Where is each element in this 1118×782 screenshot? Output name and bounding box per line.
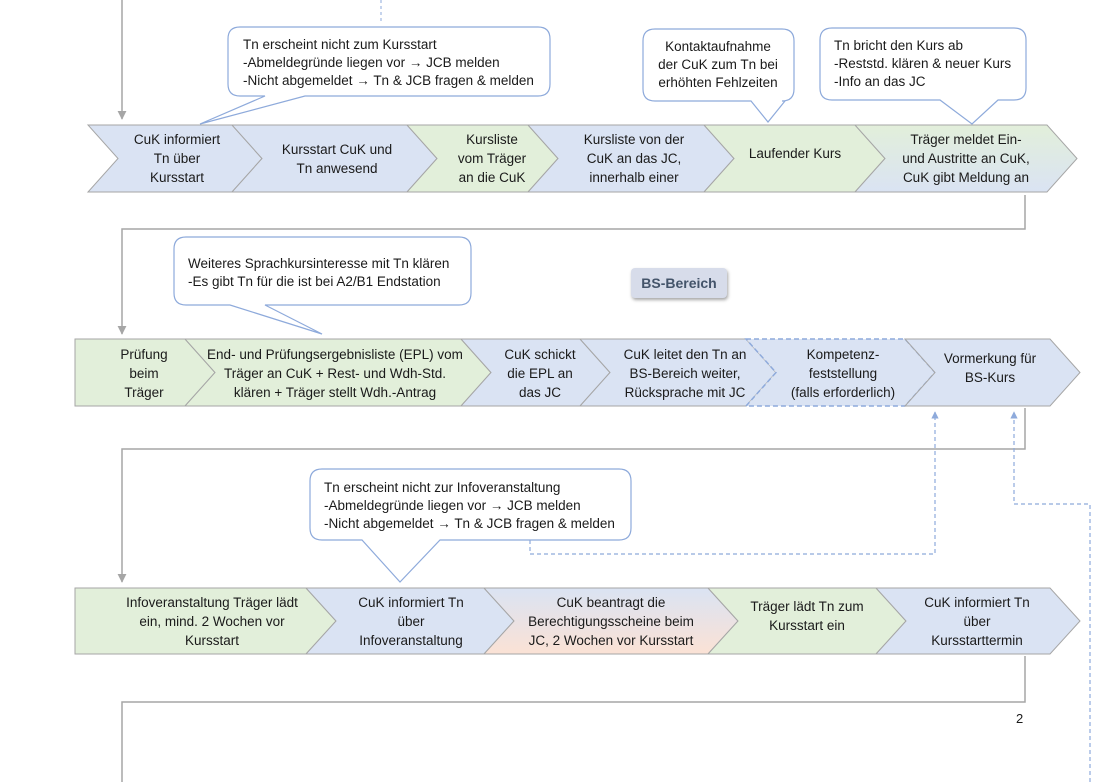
connectors — [117, 0, 1026, 782]
callout-shape-no-show-kursstart — [199, 26, 551, 125]
row3-chevron-5 — [874, 587, 1081, 655]
bs-bereich-badge: BS-Bereich — [631, 268, 727, 298]
callout-shape-kursabbruch — [819, 27, 1027, 125]
callout-sprachkursinteresse: Weiteres Sprachkursinteresse mit Tn klär… — [188, 256, 450, 289]
dashed-connectors — [529, 411, 1091, 782]
row2-step-5-label: Kompetenz- feststellung (falls erforderl… — [790, 346, 896, 400]
callout-no-show-kursstart: Tn erscheint nicht zum Kursstart -Abmeld… — [243, 37, 534, 88]
callout-shape-sprachkursinteresse — [173, 236, 472, 335]
row2-step-4-label: CuK leitet den Tn an BS-Bereich weiter, … — [623, 346, 747, 400]
row2-step-2-label: End- und Prüfungsergebnisliste (EPL) vom… — [207, 346, 463, 400]
row3-step-5-label: CuK informiert Tn über Kursstarttermin — [924, 594, 1030, 648]
row1-chevrons — [86, 124, 1078, 193]
callout-kontakt-fehlzeiten: Kontaktaufnahme der CuK zum Tn bei erhöh… — [658, 39, 778, 90]
row2-step-6-label: Vormerkung für BS-Kurs — [943, 351, 1037, 385]
callout-shape-kontakt — [642, 28, 795, 123]
row3-chevrons — [74, 587, 1081, 655]
row1-step-2-label: Kursstart CuK und Tn anwesend — [281, 141, 393, 176]
row1-step-4-label: Kursliste von der CuK an das JC, innerha… — [583, 132, 685, 185]
callouts — [173, 26, 1027, 583]
row2-step-1-label: Prüfung beim Träger — [120, 346, 168, 400]
callout-kursabbruch: Tn bricht den Kurs ab -Reststd. klären &… — [834, 38, 1012, 89]
row3-step-1-label: Infoveranstaltung Träger lädt ein, mind.… — [126, 594, 298, 648]
callout-no-show-infoveranstaltung: Tn erscheint nicht zur Infoveranstaltung… — [324, 480, 615, 531]
row1-chevron-6 — [853, 124, 1078, 193]
row3-step-4-label: Träger lädt Tn zum Kursstart ein — [750, 599, 864, 633]
page-number: 2 — [1016, 711, 1024, 726]
row1-step-1-label: CuK informiert Tn über Kursstart — [133, 132, 221, 185]
callout-shape-no-show-info — [309, 468, 632, 583]
row3-step-2-label: CuK informiert Tn über Infoveranstaltung — [358, 594, 464, 648]
row1-step-5-label: Laufender Kurs — [748, 146, 842, 161]
row2-chevrons — [74, 338, 1081, 407]
row2-step-3-label: CuK schickt die EPL an das JC — [504, 346, 576, 400]
row1-step-6-label: Träger meldet Ein- und Austritte an CuK,… — [902, 132, 1030, 185]
row1-step-3-label: Kursliste vom Träger an die CuK — [457, 132, 527, 185]
row2-chevron-6 — [903, 338, 1081, 407]
row3-step-3-label: CuK beantragt die Berechtigungsscheine b… — [528, 594, 694, 648]
